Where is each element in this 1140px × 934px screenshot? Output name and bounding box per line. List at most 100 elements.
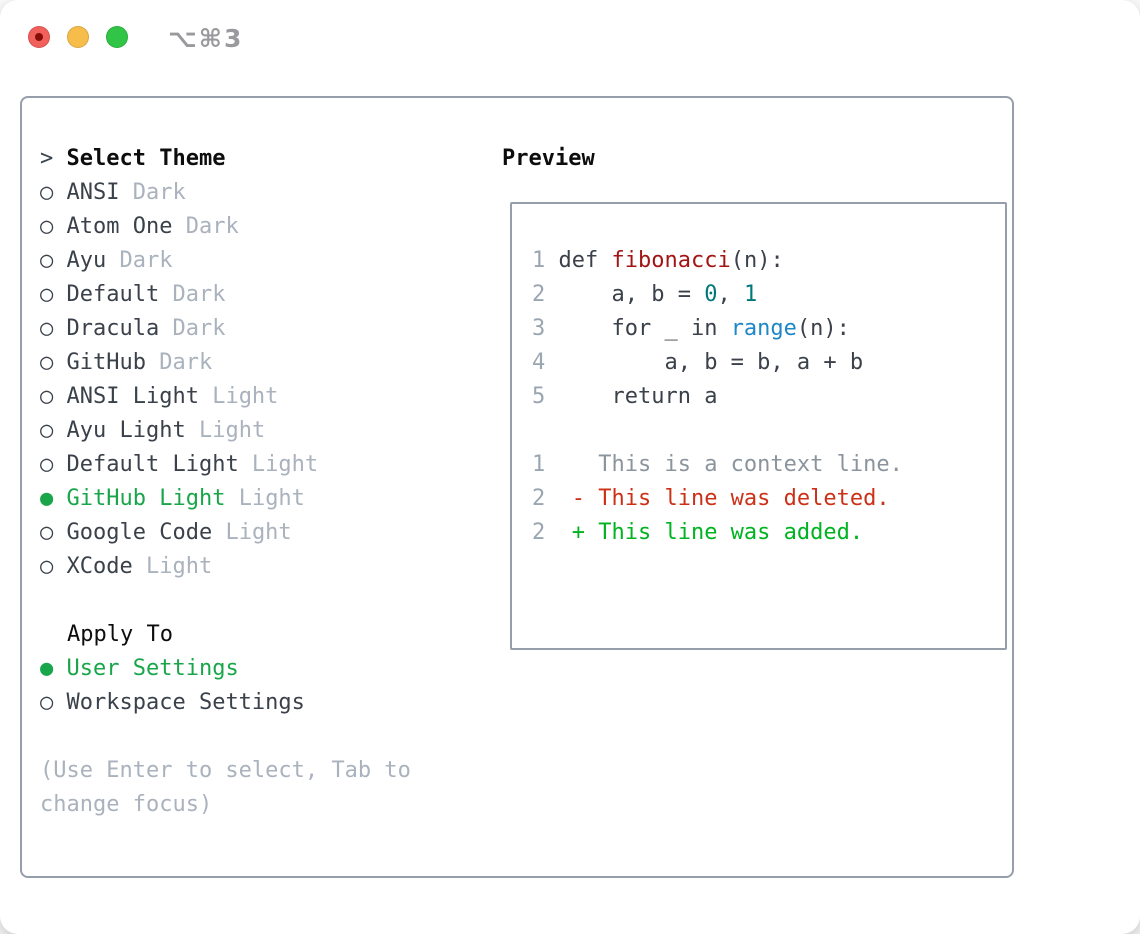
theme-variant: Dark bbox=[106, 248, 173, 273]
close-button[interactable] bbox=[28, 26, 50, 48]
code-line: 1 This is a context line. bbox=[532, 448, 1005, 482]
theme-variant: Light bbox=[185, 418, 266, 443]
theme-name: Google Code bbox=[66, 520, 213, 545]
zoom-button[interactable] bbox=[106, 26, 128, 48]
radio-unselected-icon: ○ bbox=[40, 418, 67, 443]
code-segment-ln: 1 bbox=[532, 452, 559, 477]
apply-option-user-settings[interactable]: ● User Settings bbox=[40, 652, 480, 686]
radio-unselected-icon: ○ bbox=[40, 316, 67, 341]
theme-option-ansi-light[interactable]: ○ ANSI Light Light bbox=[40, 380, 480, 414]
theme-option-atom-one[interactable]: ○ Atom One Dark bbox=[40, 210, 480, 244]
theme-picker-panel: > Select Theme ○ ANSI Dark○ Atom One Dar… bbox=[20, 96, 1014, 878]
theme-name: Atom One bbox=[66, 214, 173, 239]
code-segment-pl: a, b = b, a + b bbox=[558, 350, 864, 375]
radio-selected-icon: ● bbox=[40, 656, 67, 681]
theme-variant: Dark bbox=[159, 282, 226, 307]
theme-option-ayu-light[interactable]: ○ Ayu Light Light bbox=[40, 414, 480, 448]
theme-picker-left-column: > Select Theme ○ ANSI Dark○ Atom One Dar… bbox=[40, 142, 480, 822]
apply-option-workspace-settings[interactable]: ○ Workspace Settings bbox=[40, 686, 480, 720]
theme-variant: Dark bbox=[172, 214, 239, 239]
theme-name: ANSI bbox=[66, 180, 120, 205]
code-segment-pl: a, b = bbox=[558, 282, 705, 307]
code-segment-ln: 2 bbox=[532, 486, 559, 511]
code-segment-pl: for _ in bbox=[558, 316, 731, 341]
theme-name: ANSI Light bbox=[66, 384, 199, 409]
minimize-button[interactable] bbox=[67, 26, 89, 48]
code-segment-ln: 3 bbox=[532, 316, 559, 341]
code-segment-ln: 2 bbox=[532, 282, 559, 307]
code-line: 5 return a bbox=[532, 380, 1005, 414]
radio-unselected-icon: ○ bbox=[40, 384, 67, 409]
code-segment-pl: (n): bbox=[796, 316, 850, 341]
theme-variant: Light bbox=[225, 486, 305, 511]
theme-variant: Dark bbox=[145, 350, 213, 375]
code-line: 1 def fibonacci(n): bbox=[532, 244, 1005, 278]
theme-list: ○ ANSI Dark○ Atom One Dark○ Ayu Dark○ De… bbox=[40, 176, 480, 584]
code-segment-pl: def bbox=[558, 248, 612, 273]
code-segment-ln: 4 bbox=[532, 350, 559, 375]
theme-option-github[interactable]: ○ GitHub Dark bbox=[40, 346, 480, 380]
theme-variant: Dark bbox=[159, 316, 226, 341]
code-segment-fn: fibonacci bbox=[611, 248, 731, 273]
code-segment-ln: 2 bbox=[532, 520, 559, 545]
keyboard-hint: (Use Enter to select, Tab to change focu… bbox=[40, 758, 411, 817]
theme-name: Dracula bbox=[66, 316, 160, 341]
code-line: 3 for _ in range(n): bbox=[532, 312, 1005, 346]
theme-variant: Light bbox=[212, 520, 292, 545]
window-titlebar: ⌥⌘3 bbox=[0, 0, 1140, 74]
spacer bbox=[40, 720, 480, 754]
window-shortcut-label: ⌥⌘3 bbox=[168, 24, 244, 53]
theme-option-ayu[interactable]: ○ Ayu Dark bbox=[40, 244, 480, 278]
radio-unselected-icon: ○ bbox=[40, 214, 67, 239]
theme-name: Default bbox=[66, 282, 160, 307]
theme-name: XCode bbox=[66, 554, 133, 579]
radio-unselected-icon: ○ bbox=[40, 520, 67, 545]
theme-variant: Dark bbox=[119, 180, 186, 205]
code-segment-blt: range bbox=[730, 316, 797, 341]
theme-option-google-code[interactable]: ○ Google Code Light bbox=[40, 516, 480, 550]
radio-selected-icon: ● bbox=[40, 486, 67, 511]
radio-unselected-icon: ○ bbox=[40, 248, 67, 273]
theme-name: Ayu Light bbox=[66, 418, 186, 443]
cursor-prompt-icon: > bbox=[40, 146, 67, 171]
theme-option-github-light[interactable]: ● GitHub Light Light bbox=[40, 482, 480, 516]
radio-unselected-icon: ○ bbox=[40, 554, 67, 579]
theme-option-ansi[interactable]: ○ ANSI Dark bbox=[40, 176, 480, 210]
code-line: 4 a, b = b, a + b bbox=[532, 346, 1005, 380]
radio-unselected-icon: ○ bbox=[40, 180, 67, 205]
code-segment-add: + This line was added. bbox=[558, 520, 864, 545]
theme-name: Ayu bbox=[66, 248, 107, 273]
radio-unselected-icon: ○ bbox=[40, 452, 67, 477]
code-segment-del: - This line was deleted. bbox=[558, 486, 890, 511]
select-theme-title-label: Select Theme bbox=[66, 146, 226, 171]
theme-option-default-light[interactable]: ○ Default Light Light bbox=[40, 448, 480, 482]
code-line: 2 a, b = 0, 1 bbox=[532, 278, 1005, 312]
apply-option-label: User Settings bbox=[66, 656, 239, 681]
apply-option-label: Workspace Settings bbox=[66, 690, 305, 715]
spacer bbox=[40, 584, 480, 618]
theme-variant: Light bbox=[238, 452, 319, 477]
theme-variant: Light bbox=[132, 554, 213, 579]
code-segment-pl: (n): bbox=[730, 248, 784, 273]
code-line bbox=[532, 414, 1005, 448]
code-segment-pl: , bbox=[717, 282, 744, 307]
theme-option-dracula[interactable]: ○ Dracula Dark bbox=[40, 312, 480, 346]
code-line: 2 - This line was deleted. bbox=[532, 482, 1005, 516]
theme-option-default[interactable]: ○ Default Dark bbox=[40, 278, 480, 312]
apply-to-title: Apply To bbox=[67, 622, 173, 647]
select-theme-title: > Select Theme bbox=[40, 142, 480, 176]
code-line: 2 + This line was added. bbox=[532, 516, 1005, 550]
code-segment-ln: 5 bbox=[532, 384, 559, 409]
theme-name: Default Light bbox=[66, 452, 239, 477]
code-segment-ctx: This is a context line. bbox=[558, 452, 903, 477]
code-segment-num: 0 bbox=[704, 282, 718, 307]
radio-unselected-icon: ○ bbox=[40, 690, 67, 715]
theme-option-xcode[interactable]: ○ XCode Light bbox=[40, 550, 480, 584]
code-segment-num: 1 bbox=[743, 282, 758, 307]
apply-to-list: ● User Settings○ Workspace Settings bbox=[40, 652, 480, 720]
theme-name: GitHub bbox=[66, 350, 146, 375]
theme-variant: Light bbox=[198, 384, 279, 409]
